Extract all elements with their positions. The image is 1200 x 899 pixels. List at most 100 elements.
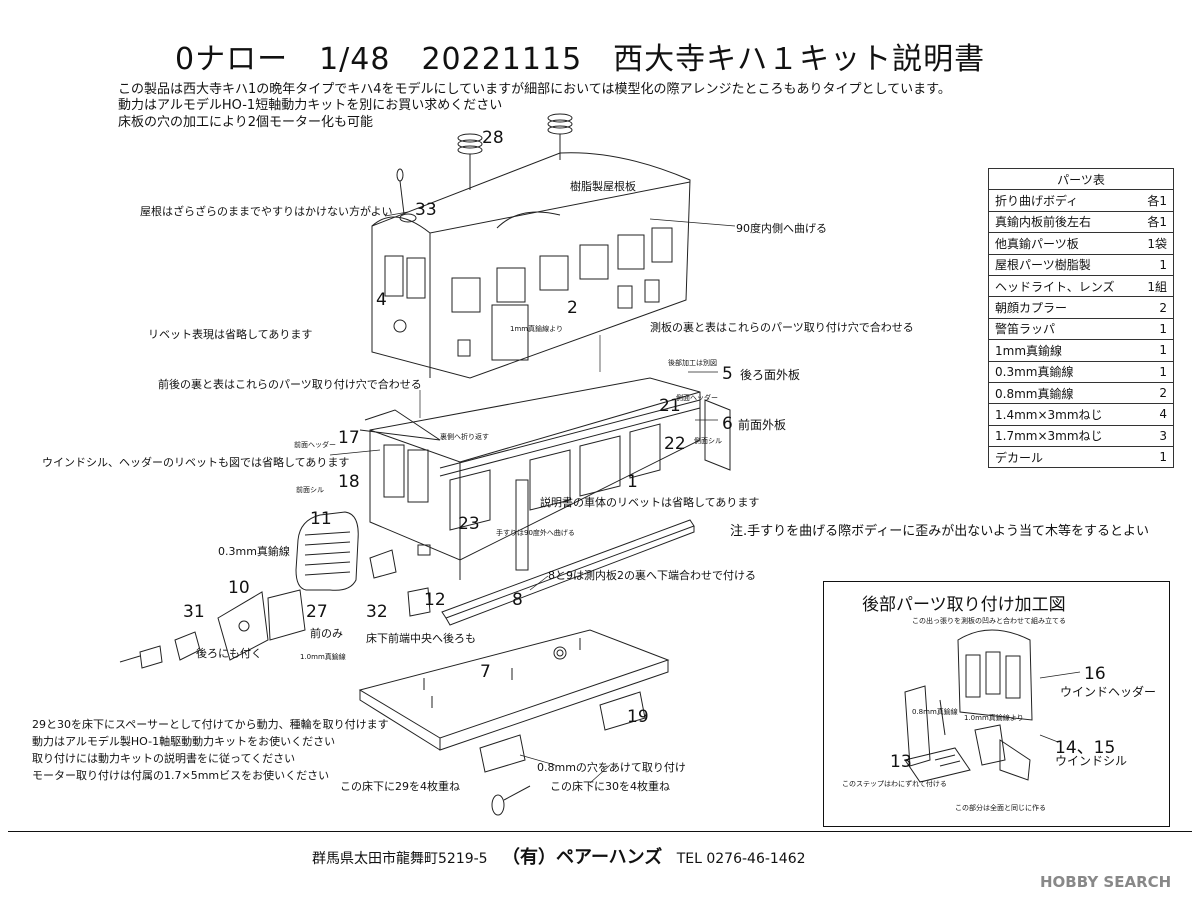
label-handrail-bend: 手すりは90度外へ曲げる	[496, 529, 575, 537]
note-rivet: リベット表現は省略してあります	[148, 328, 313, 341]
part-number-27: 27	[306, 602, 328, 622]
label-side-sill: 側面シル	[694, 437, 722, 445]
part-number-5: 5	[722, 364, 733, 384]
part-number-33: 33	[415, 200, 437, 220]
part-qty: 3	[1137, 424, 1175, 448]
inset-label-window-sill: ウインドシル	[1055, 754, 1128, 768]
note-window-sill: ウインドシル、ヘッダーのリベットも図では省略してあります	[42, 456, 350, 469]
footer-tel: TEL 0276-46-1462	[676, 851, 806, 867]
part-name: 1.7mm×3mmねじ	[988, 424, 1138, 448]
part-name: 1.4mm×3mmねじ	[988, 403, 1138, 426]
car-body-lower-drawing	[359, 377, 731, 580]
part-qty: 各1	[1137, 189, 1175, 212]
note-spacer-1: 29と30を床下にスペーサーとして付けてから動力、種輪を取り付けます	[32, 718, 389, 731]
note-front-only: 前のみ	[310, 627, 343, 640]
watermark: HOBBY SEARCH	[1040, 873, 1172, 891]
intro-line-3: 床板の穴の加工により2個モーター化も可能	[118, 115, 374, 130]
intro-line-2: 動力はアルモデルHO-1短軸動力キットを別にお買い求めください	[118, 98, 503, 113]
side-plate-8-drawing	[441, 519, 695, 626]
label-front-outer: 前面外板	[738, 418, 787, 432]
note-underfloor-front: 床下前端中央へ後ろも	[366, 632, 476, 645]
part-qty: 1	[1137, 339, 1175, 362]
note-spacer-2: 動力はアルモデル製HO-1軸駆動動力キットをお使いください	[32, 735, 336, 748]
roof-parts-drawing	[396, 113, 573, 223]
label-front-sill: 前面シル	[296, 486, 324, 494]
car-body-upper-drawing	[371, 152, 691, 379]
note-front-rear-holes: 前後の裏と表はこれらのパーツ取り付け穴で合わせる	[158, 378, 422, 391]
note-hole08: 0.8mmの穴をあけて取り付け	[537, 761, 686, 774]
underframe-drawing	[358, 629, 670, 816]
part-qty: 1組	[1137, 274, 1175, 298]
footer-company: （有）ペアーハンズ	[502, 847, 663, 868]
label-rear-process: 後部加工は別図	[668, 359, 717, 367]
part-qty: 1袋	[1137, 232, 1175, 255]
label-wire1mm: 1.0mm真鍮線	[300, 653, 346, 661]
part-name: 他真鍮パーツ板	[988, 232, 1138, 255]
part-number-12: 12	[424, 590, 446, 610]
part-number-23: 23	[458, 514, 480, 534]
part-number-6: 6	[722, 414, 733, 434]
part-qty: 2	[1137, 381, 1175, 405]
part-name: 屋根パーツ樹脂製	[988, 253, 1138, 276]
part-number-8: 8	[512, 590, 523, 610]
part-qty: 各1	[1137, 210, 1175, 234]
part-qty: 1	[1137, 253, 1175, 276]
parts-row: 真鍮内板前後左右各1	[988, 210, 1175, 234]
part-name: 折り曲げボディ	[988, 189, 1138, 212]
note-caution: 注.手すりを曲げる際ボディーに歪みが出ないよう当て木等をするとよい	[730, 524, 1149, 539]
note-bend90: 90度内側へ曲げる	[736, 222, 827, 235]
part-qty: 2	[1137, 296, 1175, 319]
part-number-1: 1	[627, 472, 638, 492]
part-number-32: 32	[366, 602, 388, 622]
inset-rear-parts-drawing	[904, 629, 1033, 783]
footer-address: 群馬県太田市龍舞町5219-5	[312, 851, 488, 867]
inset-box	[823, 581, 1170, 827]
part-number-18: 18	[338, 472, 360, 492]
inset-wire08: 0.8mm真鍮線	[912, 708, 958, 716]
footer-divider	[8, 831, 1192, 832]
inset-step-note: このステップはわにずれて付ける	[842, 780, 947, 788]
note-spacer-4: モーター取り付けは付属の1.7×5mmビスをお使いください	[32, 769, 330, 782]
label-side-header: 側面ヘッダー	[676, 394, 718, 402]
parts-row: 折り曲げボディ各1	[988, 189, 1175, 212]
part-number-10: 10	[228, 578, 250, 598]
note-rear-too: 後ろにも付く	[196, 647, 262, 660]
note-stack29: この床下に29を4枚重ね	[340, 780, 460, 793]
inset-wire1: 1.0mm真鍮線より	[964, 714, 1024, 722]
part-name: 0.3mm真鍮線	[988, 360, 1138, 383]
note-roof: 屋根はざらざらのままでやすりはかけない方がよい	[140, 205, 393, 218]
inset-part-14-15: 14、15	[1055, 738, 1116, 758]
part-number-4: 4	[376, 290, 387, 310]
part-number-22: 22	[664, 434, 686, 454]
note-body-rivet: 説明書の車体のリベットは省略してあります	[540, 496, 760, 509]
label-front-header: 前面ヘッダー	[294, 441, 336, 449]
part-number-28: 28	[482, 128, 504, 148]
inset-bottom-note: この部分は全面と同じに作る	[955, 804, 1046, 812]
footer: 群馬県太田市龍舞町5219-5 （有）ペアーハンズ TEL 0276-46-14…	[312, 843, 806, 869]
part-name: 真鍮内板前後左右	[988, 210, 1138, 234]
part-name: デカール	[988, 446, 1138, 469]
part-name: 警笛ラッパ	[988, 317, 1138, 341]
inset-title: 後部パーツ取り付け加工図	[862, 595, 1066, 615]
leader-lines	[329, 211, 1081, 784]
part-number-19: 19	[627, 707, 649, 727]
note-wire03: 0.3mm真鍮線	[218, 545, 290, 558]
inset-part-13: 13	[890, 752, 912, 772]
note-parts8-9: 8と9は測内板2の裏へ下端合わせで付ける	[548, 569, 756, 582]
note-side-holes: 測板の裏と表はこれらのパーツ取り付け穴で合わせる	[650, 321, 914, 334]
front-parts-drawing	[119, 511, 431, 669]
part-name: 0.8mm真鍮線	[988, 381, 1138, 405]
label-fold-in: 裏側へ折り返す	[440, 433, 489, 441]
inset-label-window-header: ウインドヘッダー	[1060, 685, 1157, 699]
label-rear-outer: 後ろ面外板	[740, 368, 801, 382]
